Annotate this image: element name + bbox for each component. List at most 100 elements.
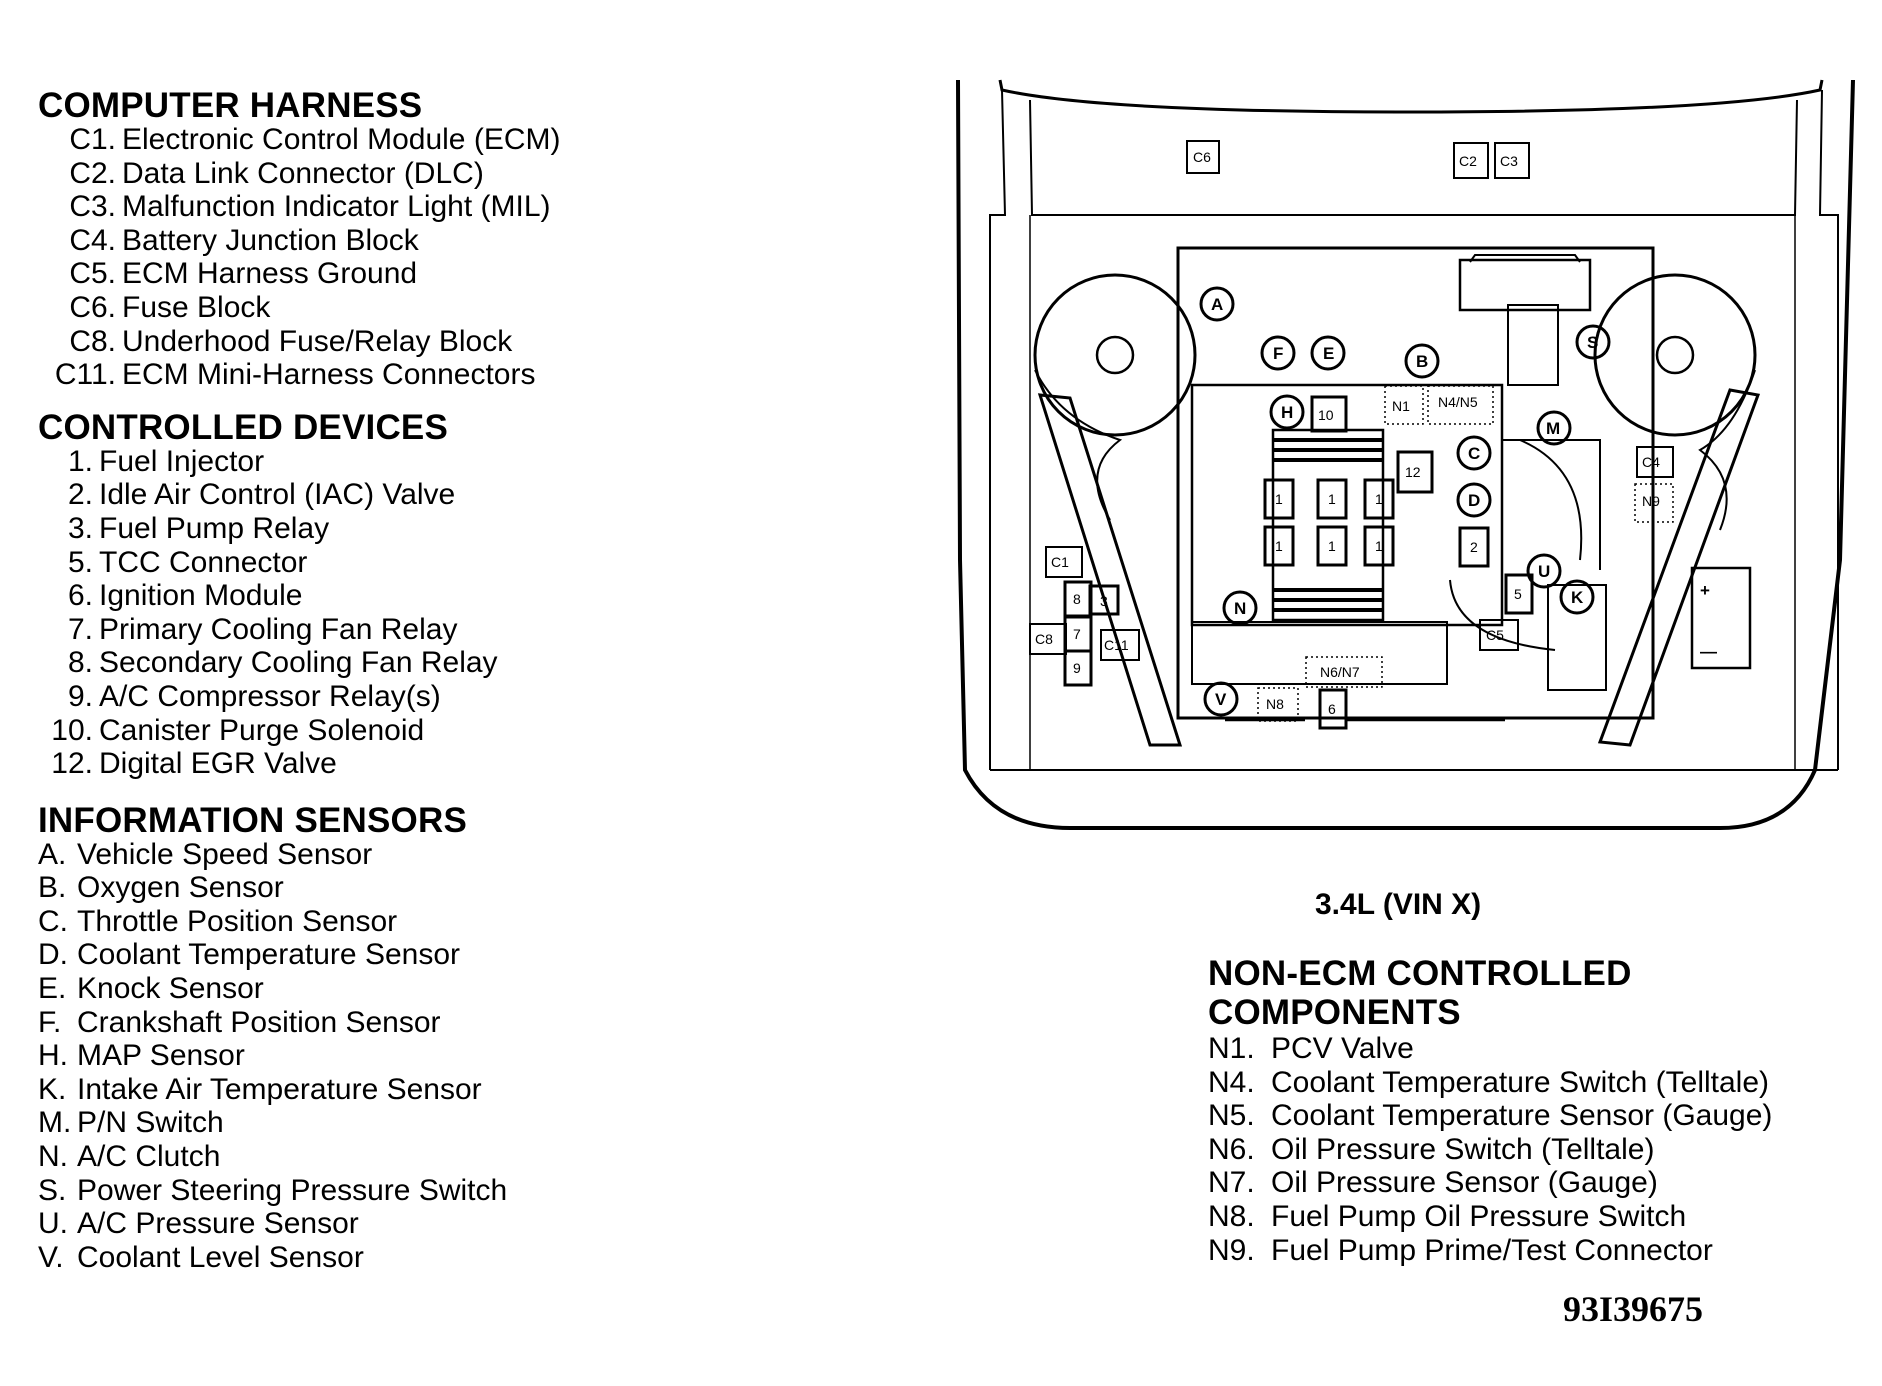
connector-boxes [1029, 140, 1674, 661]
item-code: K. [38, 1072, 67, 1106]
list-item: C11.ECM Mini-Harness Connectors [38, 358, 560, 392]
item-code: C3. [69, 190, 116, 224]
label-e: E [1323, 344, 1334, 363]
label-7: 7 [1073, 626, 1081, 642]
non-ecm-boxes [1257, 385, 1674, 722]
list-item: 8.Secondary Cooling Fan Relay [38, 646, 560, 680]
item-code: N7. [1208, 1166, 1255, 1200]
item-label: ECM Harness Ground [122, 257, 418, 291]
item-label: Coolant Temperature Sensor [77, 938, 460, 972]
item-code: 2. [67, 478, 93, 512]
device-boxes [1063, 395, 1534, 730]
item-label: Idle Air Control (IAC) Valve [99, 478, 456, 512]
controlled-devices-title: CONTROLLED DEVICES [38, 407, 449, 447]
item-label: Primary Cooling Fan Relay [99, 612, 458, 646]
figure-id: 93I39675 [1563, 1289, 1704, 1329]
label-1c: 1 [1375, 491, 1383, 507]
list-item: C. Throttle Position Sensor [38, 905, 560, 939]
list-item: N4.Coolant Temperature Switch (Telltale) [1208, 1066, 1772, 1100]
label-f: F [1273, 344, 1283, 363]
item-label: Oil Pressure Sensor (Gauge) [1271, 1166, 1658, 1200]
label-c4: C4 [1642, 454, 1660, 470]
label-a: A [1211, 295, 1223, 314]
item-label: Electronic Control Module (ECM) [122, 123, 561, 156]
list-item: 10.Canister Purge Solenoid [38, 714, 560, 748]
label-1b: 1 [1328, 491, 1336, 507]
label-d: D [1468, 491, 1480, 510]
intake-manifold [1225, 428, 1505, 722]
item-code: 10. [51, 713, 93, 747]
list-item: 9.A/C Compressor Relay(s) [38, 680, 560, 714]
list-item: 5.TCC Connector [38, 546, 560, 580]
item-label: Oil Pressure Switch (Telltale) [1271, 1132, 1655, 1166]
label-n1: N1 [1392, 398, 1410, 414]
list-item: C2.Data Link Connector (DLC) [38, 157, 560, 191]
item-label: Coolant Level Sensor [77, 1240, 364, 1274]
list-item: 3.Fuel Pump Relay [38, 512, 560, 546]
item-code: C1. [69, 123, 116, 156]
list-item: S.Power Steering Pressure Switch [38, 1174, 560, 1208]
label-1a: 1 [1275, 491, 1283, 507]
item-label: Underhood Fuse/Relay Block [122, 324, 513, 358]
label-6: 6 [1328, 701, 1336, 717]
label-n8: N8 [1266, 696, 1284, 712]
label-k: K [1571, 588, 1584, 607]
item-code: 5. [67, 545, 93, 579]
label-2: 2 [1470, 539, 1478, 555]
sensor-circles [1199, 286, 1611, 717]
item-code: C6. [69, 290, 116, 324]
non-ecm-title-line2: COMPONENTS [1208, 993, 1461, 1032]
item-code: C. [38, 904, 68, 938]
item-code: 6. [67, 579, 93, 613]
item-code: E. [38, 972, 67, 1006]
label-n: N [1234, 599, 1246, 618]
non-ecm-title-line1: NON-ECM CONTROLLED [1208, 954, 1632, 993]
label-c2: C2 [1459, 153, 1477, 169]
label-n9: N9 [1642, 493, 1660, 509]
list-item: 1.Fuel Injector [38, 445, 560, 479]
item-code: N1. [1208, 1032, 1255, 1065]
item-code: U. [38, 1207, 68, 1241]
item-label: Oxygen Sensor [77, 871, 284, 905]
item-label: Malfunction Indicator Light (MIL) [122, 190, 551, 224]
list-item: A.Vehicle Speed Sensor [38, 838, 560, 872]
label-1f: 1 [1375, 538, 1383, 554]
list-item: C1.Electronic Control Module (ECM) [38, 123, 560, 157]
item-label: TCC Connector [99, 545, 308, 579]
item-label: Fuel Pump Oil Pressure Switch [1271, 1199, 1687, 1233]
list-item: N7. Oil Pressure Sensor (Gauge) [1208, 1166, 1772, 1200]
label-c1: C1 [1051, 554, 1069, 570]
list-item: C3.Malfunction Indicator Light (MIL) [38, 190, 560, 224]
item-code: C4. [69, 223, 116, 257]
item-label: Vehicle Speed Sensor [77, 837, 373, 871]
label-b: B [1416, 352, 1428, 371]
item-label: Data Link Connector (DLC) [122, 156, 484, 190]
list-item: 6.Ignition Module [38, 579, 560, 613]
battery-plus: + [1700, 581, 1710, 600]
item-code: 8. [67, 646, 93, 680]
diagram-labels: C6 C2 C3 C4 C1 C8 C11 C5 N1 N4/N5 N9 N6/… [1035, 149, 1717, 717]
list-item: C6.Fuse Block [38, 291, 560, 325]
list-item: E.Knock Sensor [38, 972, 560, 1006]
item-label: Throttle Position Sensor [77, 904, 398, 938]
item-code: B. [38, 871, 67, 905]
item-label: P/N Switch [77, 1106, 224, 1140]
non-ecm-legend: NON-ECM CONTROLLED COMPONENTS N1.PCV Val… [1208, 956, 1772, 1267]
item-code: S. [38, 1173, 67, 1207]
label-c5: C5 [1486, 627, 1504, 643]
list-item: N6.Oil Pressure Switch (Telltale) [1208, 1133, 1772, 1167]
item-code: C2. [69, 156, 116, 190]
label-10: 10 [1318, 407, 1334, 423]
list-item: B. Oxygen Sensor [38, 871, 560, 905]
label-n6n7: N6/N7 [1320, 664, 1360, 680]
list-item: C5.ECM Harness Ground [38, 257, 560, 291]
label-n4n5: N4/N5 [1438, 394, 1478, 410]
item-label: Coolant Temperature Switch (Telltale) [1271, 1065, 1770, 1099]
label-c8: C8 [1035, 631, 1053, 647]
item-label: A/C Pressure Sensor [77, 1207, 359, 1241]
label-12: 12 [1405, 464, 1421, 480]
engine-block [1176, 246, 1752, 720]
label-u: U [1538, 562, 1550, 581]
